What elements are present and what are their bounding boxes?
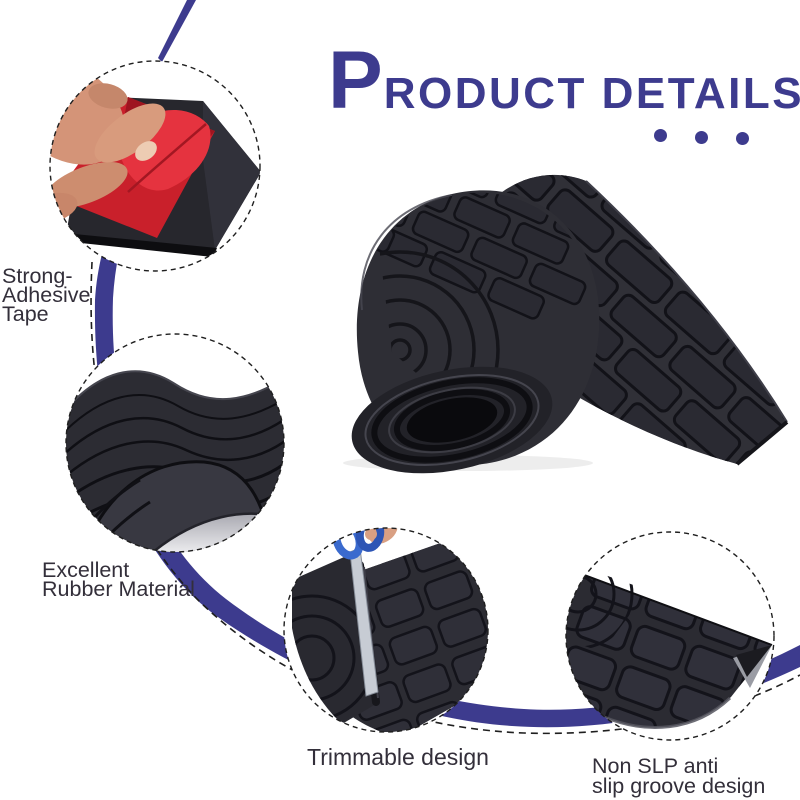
callout-circle-groove [565,531,775,741]
label-line: Trimmable design [307,744,489,770]
label-line: slip groove design [592,774,766,798]
wavy-rubber-sheet-photo [66,370,284,552]
page-title: PRODUCT DETAILS [328,40,800,122]
callout-circle-rubber-material [65,333,285,553]
decor-dot [695,131,708,144]
anti-slip-groove-corner-photo [566,558,773,729]
decor-dot [654,129,667,142]
title-decor-dots [654,129,749,145]
title-initial-letter: P [328,35,384,126]
hand-peeling-adhesive-tape-photo [50,61,260,257]
label-line: Rubber Material [42,577,195,601]
label-line: Non SLP anti [592,754,719,778]
ribbon-top-line [158,0,196,62]
callout-circle-trimmable [283,527,489,733]
label-strong-adhesive-tape: Strong- Adhesive Tape [2,264,91,326]
label-line: Adhesive [2,283,91,307]
label-excellent-rubber-material: Excellent Rubber Material [42,558,195,601]
callout-circle-adhesive-tape [49,60,261,272]
label-non-slip-groove-design: Non SLP anti slip groove design [592,754,766,798]
rolled-rubber-mat-photo [343,174,789,474]
label-line: Tape [2,302,49,326]
title-text: RODUCT DETAILS [383,69,800,118]
label-trimmable-design: Trimmable design [307,744,489,770]
label-line: Strong- [2,264,73,288]
callout-circle-outlines [49,60,775,741]
decor-dot [736,132,749,145]
label-line: Excellent [42,558,130,582]
scissors-trimming-mat-photo [292,528,488,732]
